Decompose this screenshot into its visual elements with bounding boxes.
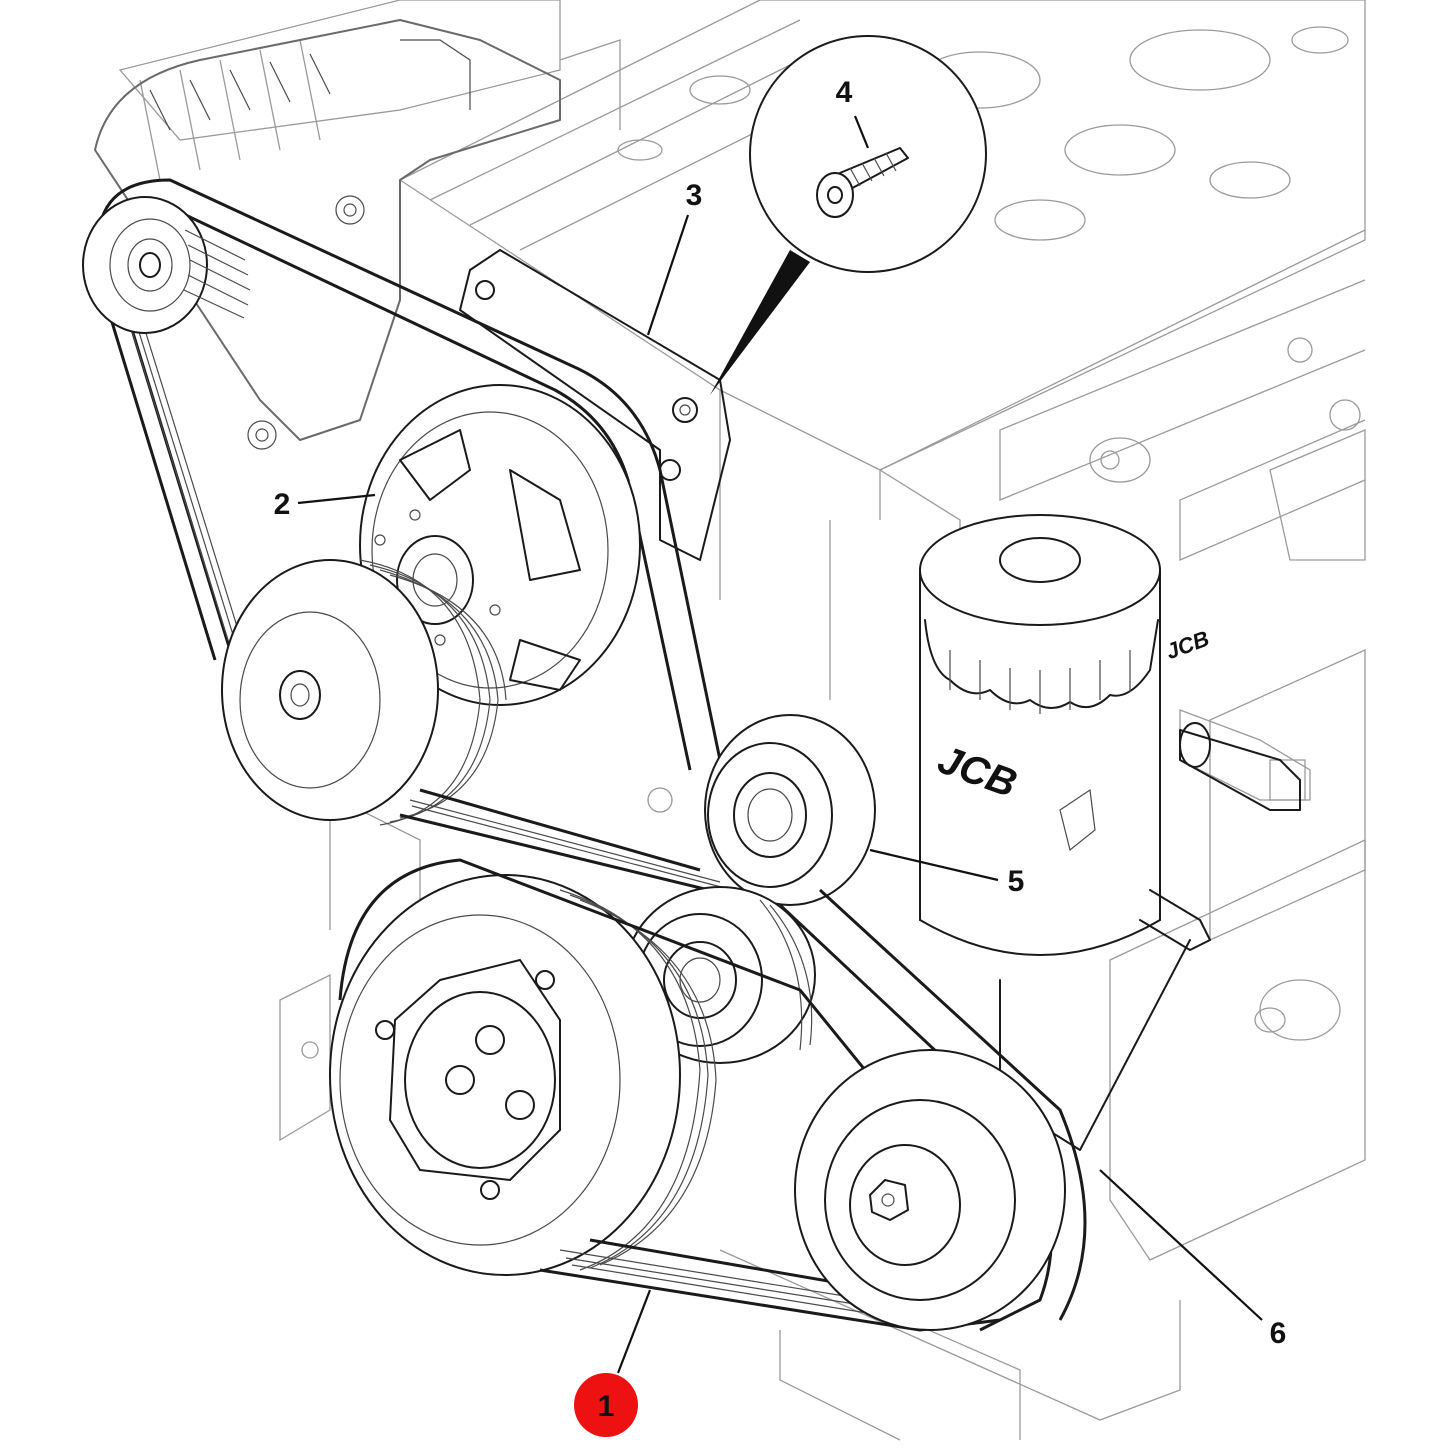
alternator bbox=[94, 19, 561, 450]
mounting-bracket bbox=[459, 249, 731, 561]
leader-lines bbox=[297, 115, 1263, 1374]
belt-tensioner-idler bbox=[704, 714, 876, 906]
fuel-filter: JCB JCB bbox=[919, 514, 1212, 1151]
leader-6 bbox=[1099, 1169, 1263, 1321]
callout-3: 3 bbox=[686, 179, 703, 212]
callout-5: 5 bbox=[1008, 865, 1025, 898]
sensor-connector bbox=[1179, 722, 1301, 811]
callout-2: 2 bbox=[274, 488, 291, 521]
drive-belt-middle bbox=[399, 788, 751, 902]
callouts: 4 3 2 5 6 1 bbox=[274, 76, 1287, 1437]
jcb-logo-housing: JCB bbox=[1162, 626, 1212, 665]
leader-4 bbox=[853, 115, 870, 149]
callout-4: 4 bbox=[836, 76, 853, 109]
callout-6: 6 bbox=[1270, 1317, 1287, 1350]
leader-3 bbox=[646, 214, 690, 336]
callout-1: 1 bbox=[598, 1390, 615, 1423]
bolt-detail-magnifier bbox=[710, 35, 987, 395]
callout-1-highlight bbox=[574, 1373, 638, 1437]
water-pump-hub bbox=[359, 384, 641, 706]
alternator-pulley bbox=[82, 196, 251, 334]
leader-2 bbox=[297, 493, 376, 505]
compressor-pulley bbox=[329, 874, 717, 1276]
leader-5 bbox=[869, 848, 999, 882]
leader-1 bbox=[616, 1289, 652, 1374]
lower-idler-pulley bbox=[794, 1049, 1066, 1331]
